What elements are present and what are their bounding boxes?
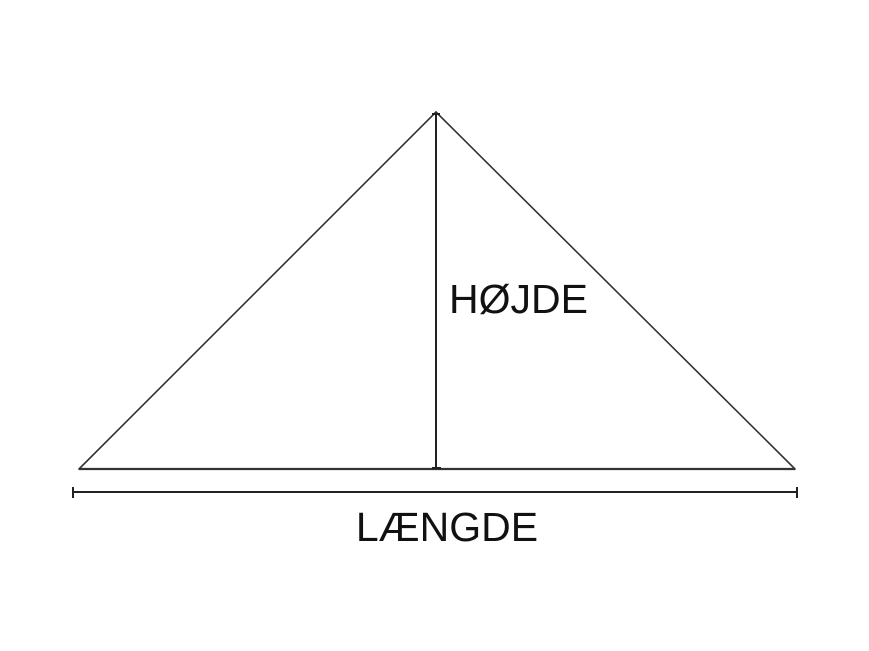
length-dimension	[72, 487, 798, 498]
length-label: LÆNGDE	[356, 504, 538, 550]
triangle-right-side	[435, 111, 796, 470]
triangle-left-side	[78, 111, 437, 470]
height-label: HØJDE	[449, 276, 588, 322]
height-dimension	[432, 113, 441, 469]
